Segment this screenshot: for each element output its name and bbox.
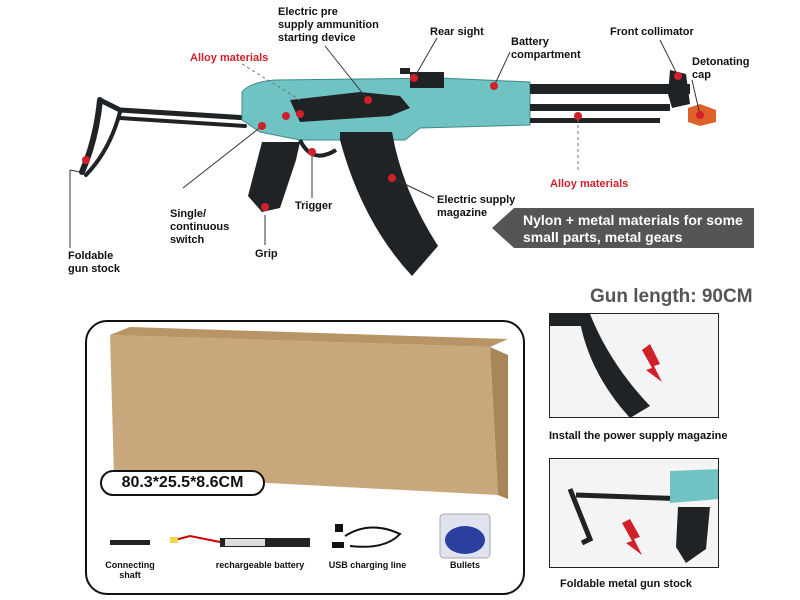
label-electric-supply-magazine: Electric supply magazine <box>437 194 516 219</box>
caption-foldable-stock: Foldable metal gun stock <box>560 578 693 590</box>
gun-illustration <box>69 37 716 276</box>
marker-dots <box>82 72 704 211</box>
package-panel <box>85 320 525 595</box>
label-single-continuous-switch: Single/ continuous switch <box>170 208 230 246</box>
top-cover <box>290 92 410 122</box>
accessories-row <box>110 513 491 559</box>
label-front-collimator: Front collimator <box>610 26 694 38</box>
magazine <box>340 132 438 276</box>
usb-cable-icon <box>332 524 402 548</box>
trigger-guard <box>298 139 338 158</box>
label-foldable-gun-stock: Foldable gun stock <box>68 250 120 275</box>
accessory-bullets: Bullets <box>449 560 480 570</box>
label-rear-sight: Rear sight <box>430 26 484 38</box>
cardboard-box <box>110 327 508 499</box>
accessory-usb-charging-line: USB charging line <box>328 560 407 570</box>
detail-magazine-install <box>549 313 719 418</box>
accessory-rechargeable-battery: rechargeable battery <box>215 560 305 570</box>
barrel <box>530 84 690 94</box>
material-banner <box>492 208 754 248</box>
label-trigger: Trigger <box>295 200 333 212</box>
package-dimensions: 80.3*25.5*8.6CM <box>100 470 265 496</box>
label-electric-pre-supply: Electric pre supply ammunition starting … <box>278 6 379 44</box>
bullets-icon <box>439 513 491 559</box>
rear-sight-notch <box>400 68 410 74</box>
stock-detail-art <box>567 469 718 563</box>
accessory-connecting-shaft: Connecting shaft <box>105 560 155 580</box>
barrel-lower <box>530 118 660 123</box>
folding-stock <box>79 97 251 177</box>
label-detonating-cap: Detonating cap <box>692 56 750 81</box>
gun-length: Gun length: 90CM <box>590 286 753 307</box>
arrow-up-icon <box>622 519 642 555</box>
gas-tube <box>530 104 670 111</box>
front-sight <box>668 70 690 108</box>
battery-icon <box>170 534 310 547</box>
dashed-callouts <box>241 63 579 170</box>
label-alloy-materials-top: Alloy materials <box>190 52 269 64</box>
connecting-shaft-icon <box>110 540 150 545</box>
magazine-detail-art <box>550 314 662 417</box>
pistol-grip <box>248 142 300 212</box>
label-alloy-materials-right: Alloy materials <box>550 178 629 190</box>
caption-install-magazine: Install the power supply magazine <box>549 430 728 442</box>
label-grip: Grip <box>255 248 278 260</box>
banner-text: Nylon + metal materials for some small p… <box>523 212 743 245</box>
callout-lines <box>69 37 701 248</box>
arrow-up-icon <box>642 344 662 382</box>
detail-foldable-stock <box>549 458 719 568</box>
rear-sight-block <box>410 72 444 88</box>
label-battery-compartment: Battery compartment <box>511 36 581 61</box>
